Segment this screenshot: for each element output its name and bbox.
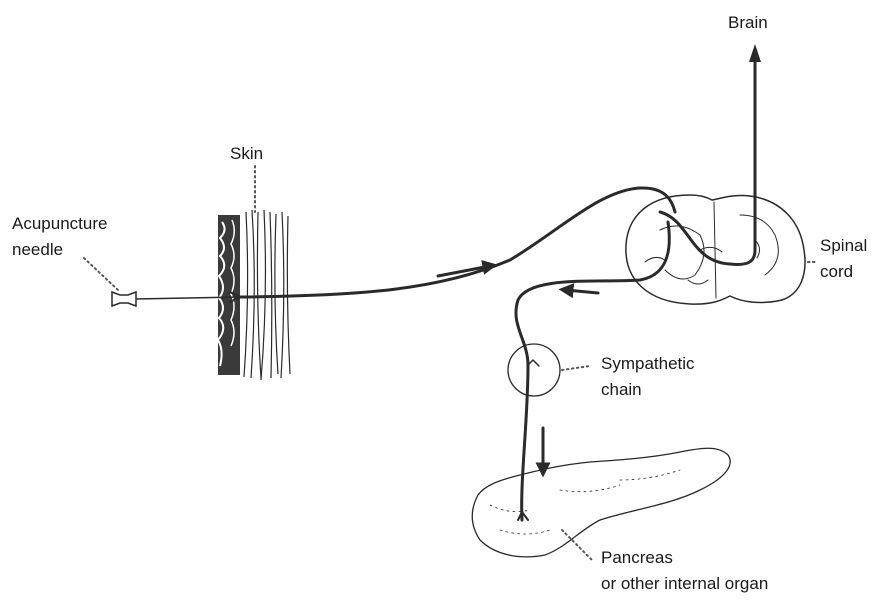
needle-leader xyxy=(84,258,118,290)
ascending-tract xyxy=(660,58,755,264)
pancreas-label-line1: Pancreas xyxy=(601,547,673,568)
pancreas-label-line2: or other internal organ xyxy=(601,573,768,594)
sympathetic-label-line2: chain xyxy=(601,379,642,400)
sympathetic-leader xyxy=(562,366,590,370)
pancreas xyxy=(472,448,730,557)
brain-arrowhead xyxy=(749,44,761,62)
spinal-label-line1: Spinal xyxy=(820,235,867,256)
skin-label: Skin xyxy=(230,143,263,164)
brain-label: Brain xyxy=(728,12,768,33)
sympathetic-ganglion xyxy=(508,344,560,396)
acupuncture-label-line2: needle xyxy=(12,239,63,260)
needle-handle xyxy=(112,292,136,306)
spinal-label-line2: cord xyxy=(820,261,853,282)
efferent-arrow xyxy=(566,290,598,293)
acupuncture-label-line1: Acupuncture xyxy=(12,213,107,234)
sympathetic-label-line1: Sympathetic xyxy=(601,353,695,374)
spinal-cord xyxy=(626,195,805,304)
